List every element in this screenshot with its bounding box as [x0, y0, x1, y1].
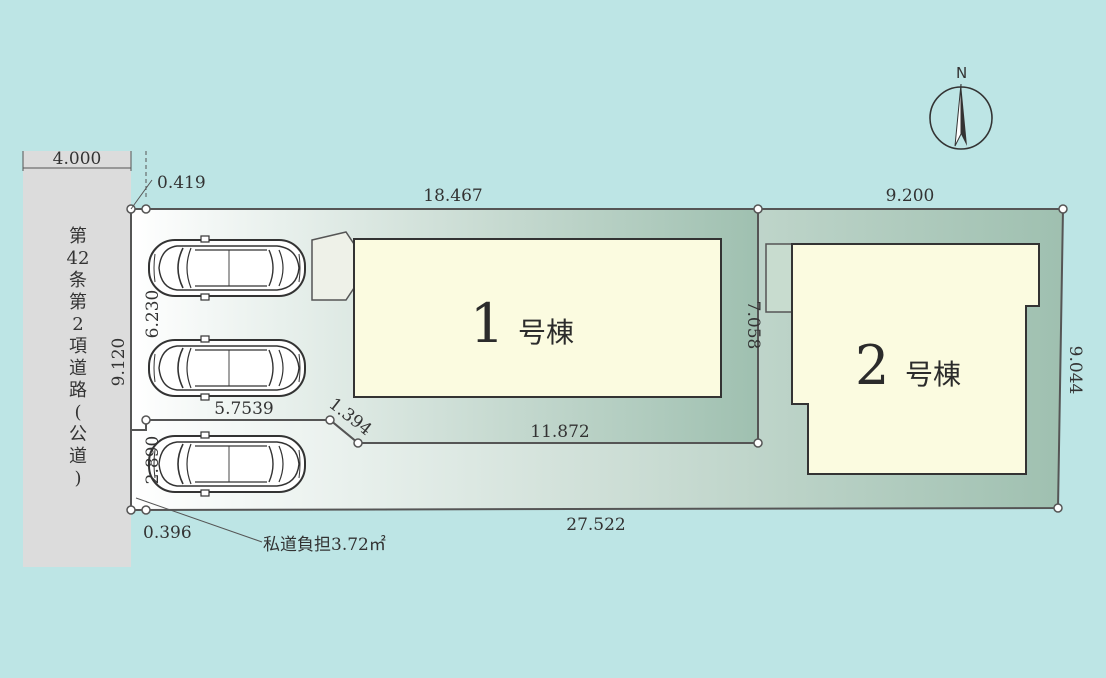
lot-1-right-dim: 7.058 — [743, 301, 763, 350]
road-name-char: 項 — [69, 336, 87, 357]
parking-depth-dim: 6.230 — [143, 290, 163, 339]
site-bottom-dim: 27.522 — [566, 515, 625, 535]
road-name-char: 第 — [69, 292, 87, 313]
road-name-char: 第 — [69, 226, 87, 247]
house-1-porch — [311, 231, 355, 301]
north-arrow-icon: N — [929, 64, 993, 150]
road-name-char: ( — [74, 402, 81, 423]
small-depth-dim: 2.890 — [143, 436, 163, 485]
lot-1-bottom-dim: 11.872 — [530, 422, 589, 442]
site-left-dim: 9.120 — [109, 338, 129, 387]
offset-top-dim: 0.419 — [157, 173, 206, 193]
road-name-char: 条 — [69, 270, 87, 291]
road-name-char: 2 — [72, 314, 83, 335]
house-1 — [353, 238, 722, 398]
car-1-icon — [148, 235, 306, 301]
lot-2-right-dim: 9.044 — [1065, 346, 1085, 395]
north-label: N — [956, 64, 967, 82]
road-name-char: 路 — [69, 380, 87, 401]
offset-bottom-dim: 0.396 — [143, 523, 192, 543]
house-2-entrance — [765, 243, 793, 313]
house-1-suffix: 号棟 — [518, 316, 574, 349]
road-width-label: 4.000 — [53, 149, 102, 169]
car-2-icon — [148, 335, 306, 401]
lot-1-top-dim: 18.467 — [423, 186, 482, 206]
private-road-label: 私道負担3.72㎡ — [263, 535, 386, 555]
road-name-char: 道 — [69, 358, 87, 379]
public-road — [23, 151, 131, 567]
road-name-char: 道 — [69, 446, 87, 467]
house-2 — [791, 243, 1040, 475]
car-3-icon — [148, 431, 306, 497]
road-name-char: 公 — [69, 424, 87, 445]
house-2-number: 2 — [855, 334, 889, 397]
road-name-char: 42 — [67, 248, 90, 269]
lot-2-top-dim: 9.200 — [886, 186, 935, 206]
house-2-suffix: 号棟 — [905, 358, 961, 391]
house-1-number: 1 — [470, 292, 504, 355]
road-name-char: ) — [74, 468, 81, 489]
parking-width-dim: 5.7539 — [214, 399, 273, 419]
